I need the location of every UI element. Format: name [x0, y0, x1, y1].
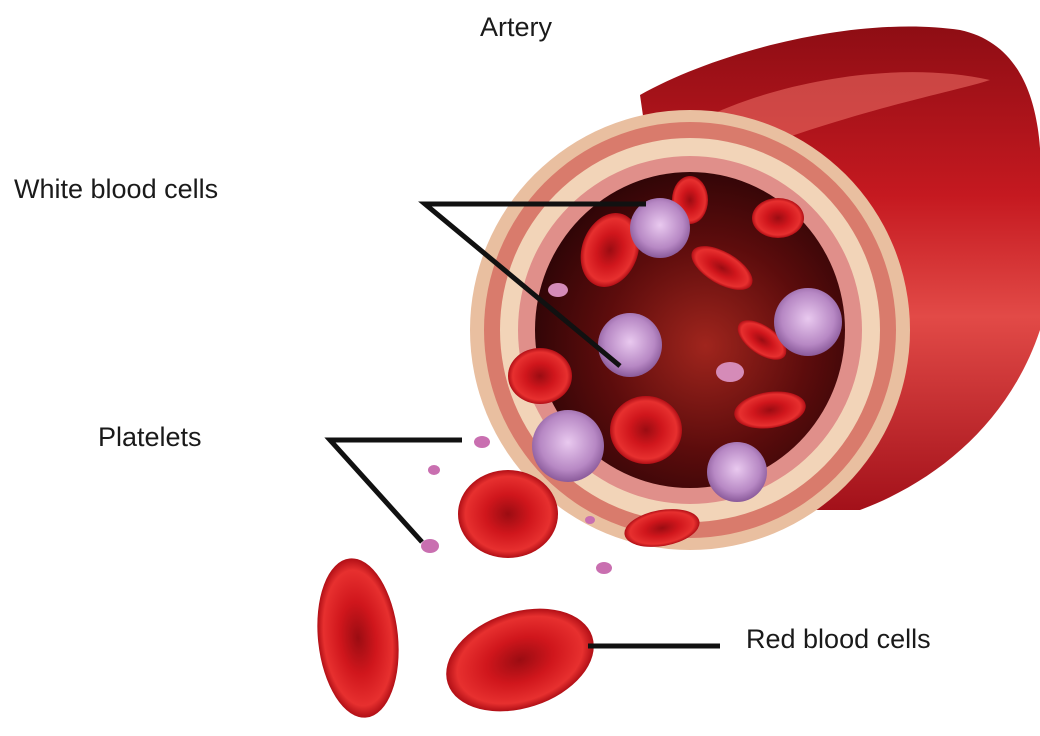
- red-blood-cell: [508, 348, 572, 404]
- white-blood-cells-label: White blood cells: [14, 176, 218, 203]
- artery-label: Artery: [480, 14, 552, 41]
- platelets-leader: [330, 440, 462, 542]
- platelet: [428, 465, 440, 475]
- white-blood-cell: [707, 442, 767, 502]
- white-blood-cell: [532, 410, 604, 482]
- red-blood-cell: [610, 396, 682, 464]
- red-blood-cell: [458, 470, 558, 558]
- red-blood-cell: [310, 554, 406, 721]
- platelet: [596, 562, 612, 574]
- white-blood-cell: [598, 313, 662, 377]
- white-blood-cell: [774, 288, 842, 356]
- platelet: [716, 362, 744, 382]
- red-blood-cells-label: Red blood cells: [746, 626, 931, 653]
- platelet: [421, 539, 439, 553]
- red-blood-cell: [433, 591, 607, 729]
- red-blood-cell: [752, 198, 804, 238]
- platelets-label: Platelets: [98, 424, 202, 451]
- platelet: [474, 436, 490, 448]
- platelet: [585, 516, 595, 524]
- white-blood-cell: [630, 198, 690, 258]
- platelet: [548, 283, 568, 297]
